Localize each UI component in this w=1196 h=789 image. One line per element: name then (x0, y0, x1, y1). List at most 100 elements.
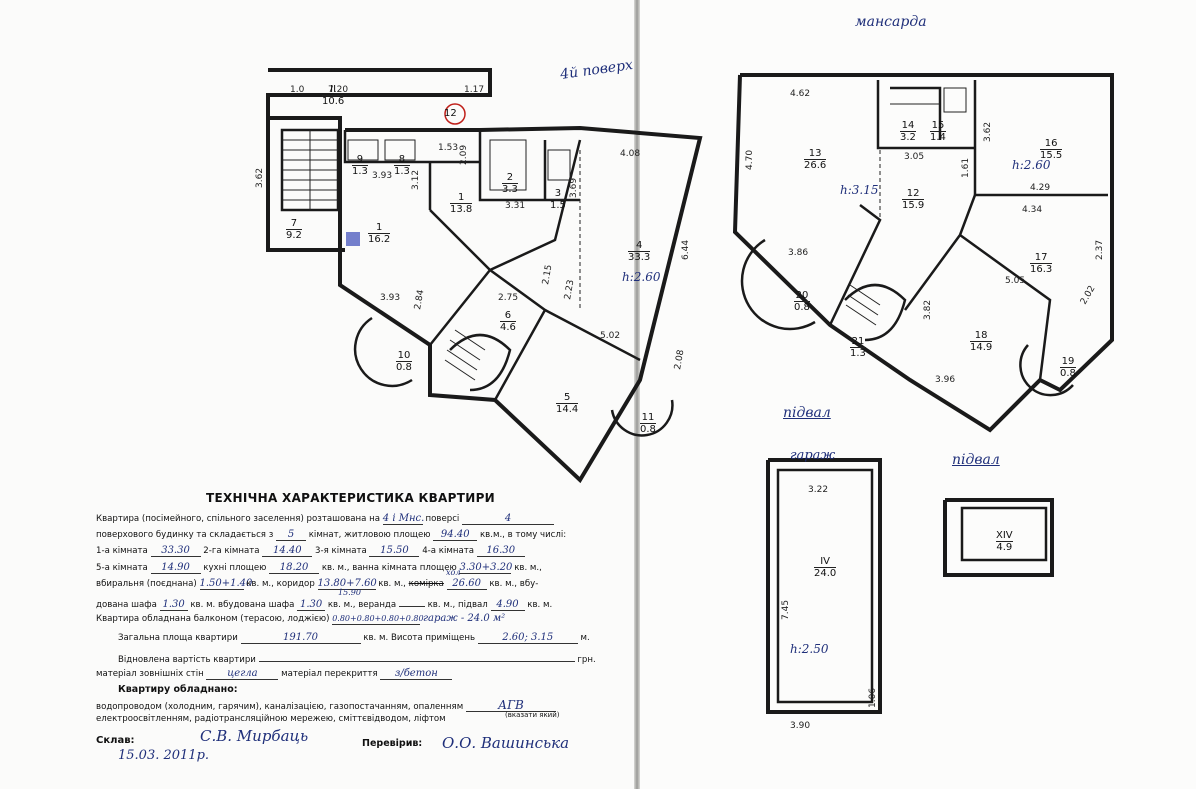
basement-note-2: підвал (952, 452, 1000, 468)
room-area: 15.9 (902, 200, 925, 211)
tech-value: 2.60; 3.15 (477, 632, 578, 644)
room-area: 26.6 (804, 160, 827, 171)
room-area: 33.3 (628, 252, 651, 263)
room-area: 1.3 (352, 166, 368, 177)
tech-blank (258, 651, 575, 662)
svg-text:4.34: 4.34 (1022, 205, 1042, 215)
tech-text: 2-га кімната (203, 546, 260, 556)
tech-value-hol: хол (446, 568, 461, 577)
mansard-note: мансарда (855, 14, 927, 30)
svg-text:2.37: 2.37 (1095, 240, 1105, 260)
tech-text: Квартира обладнана балконом (терасою, ло… (96, 614, 330, 624)
room-area: 0.8 (396, 362, 412, 373)
svg-text:3.96: 3.96 (935, 375, 955, 385)
tech-text: кв. м., ванна кімната площею (321, 563, 457, 573)
tech-title: ТЕХНІЧНА ХАРАКТЕРИСТИКА КВАРТИРИ (206, 491, 496, 505)
room-number: 20 (794, 290, 810, 302)
svg-text:3.31: 3.31 (505, 201, 525, 211)
svg-text:1.06: 1.06 (868, 688, 878, 708)
tech-text: Загальна площа квартири (118, 633, 238, 643)
tech-line-9: Відновлена вартість квартири грн. (118, 651, 596, 666)
height-13: h:3.15 (840, 183, 879, 197)
svg-text:7.20: 7.20 (328, 85, 348, 95)
tech-line-5: вбиральня (поєднана) 1.50+1.40 кв. м., к… (96, 578, 538, 590)
room-area: 3.2 (900, 132, 916, 143)
room-number: 12 (444, 108, 457, 119)
room-number: 17 (1030, 252, 1053, 264)
tech-text: м. (580, 633, 590, 643)
tech-line-10: матеріал зовнішніх стін цегла матеріал п… (96, 668, 453, 680)
room-number: 1 (368, 222, 391, 234)
room-number: 12 (902, 188, 925, 200)
tech-value: 4 (462, 513, 555, 525)
svg-text:3.62: 3.62 (983, 122, 993, 142)
room-area: 1.4 (930, 132, 946, 143)
tech-text: поверхового будинку та складається з (96, 530, 274, 540)
tech-value: 3.30+3.20 (459, 562, 513, 574)
tech-text: кухні площею (203, 563, 267, 573)
svg-text:5.05: 5.05 (1005, 276, 1025, 286)
room-area: 10.6 (322, 96, 345, 107)
svg-text:3.12: 3.12 (411, 170, 421, 190)
room-area: 0.8 (1060, 368, 1076, 379)
tech-value: 15.50 (369, 545, 420, 557)
tech-text: кімнат, житловою площею (308, 530, 431, 540)
svg-text:7.45: 7.45 (781, 600, 791, 620)
tech-value: 16.30 (476, 545, 525, 557)
room-area: 16.2 (368, 234, 391, 245)
room-number: 11 (640, 412, 656, 424)
sklav-date: 15.03. 2011р. (118, 748, 210, 763)
tech-text: кв. м., підвал (427, 600, 488, 610)
tech-value: цегла (206, 668, 279, 680)
page-fold (634, 0, 640, 789)
tech-text: вбиральня (поєднана) (96, 579, 197, 589)
room-number: 4 (628, 240, 651, 252)
tech-line-4: 5-а кімната 14.90 кухні площею 18.20 кв.… (96, 562, 542, 574)
room-area: 9.2 (286, 230, 302, 241)
tech-value: 33.30 (150, 545, 201, 557)
svg-text:3.90: 3.90 (790, 721, 810, 731)
tech-value: 1.30 (159, 599, 188, 611)
svg-text:2.02: 2.02 (1079, 284, 1098, 306)
svg-text:3.62: 3.62 (255, 168, 265, 188)
svg-text:2.23: 2.23 (563, 279, 576, 300)
tech-text: Відновлена вартість квартири (118, 655, 256, 665)
height-4: h:2.60 (622, 270, 661, 284)
basement-note-1: підвал (783, 405, 831, 421)
room-number: IV (814, 556, 837, 568)
tech-text: кв. м. Висота приміщень (363, 633, 476, 643)
room-area: 3.3 (502, 184, 518, 195)
tech-text: кв. м., коридор (246, 579, 315, 589)
tech-line-7: Квартира обладнана балконом (терасою, ло… (96, 613, 505, 625)
height-16: h:2.60 (1012, 158, 1051, 172)
tech-text: кв. м., (378, 579, 406, 589)
room-number: 10 (396, 350, 412, 362)
svg-text:1.0: 1.0 (290, 85, 305, 95)
garage-plan: 3.22 7.45 3.90 1.06 (766, 458, 1054, 731)
tech-value: 4 і Мнс. (382, 513, 425, 525)
svg-text:3.93: 3.93 (372, 171, 392, 181)
room-number: 18 (970, 330, 993, 342)
room-number: 19 (1060, 356, 1076, 368)
basement-sub: гараж (790, 448, 836, 463)
svg-text:1.53: 1.53 (438, 143, 458, 153)
tech-line-6: дована шафа 1.30 кв. м. вбудована шафа 1… (96, 596, 552, 611)
room-number: 14 (900, 120, 916, 132)
svg-text:6.44: 6.44 (681, 240, 691, 260)
perev-name: О.О. Вашинська (442, 734, 570, 752)
svg-text:4.08: 4.08 (620, 149, 640, 159)
svg-text:2.75: 2.75 (498, 293, 518, 303)
tech-strike: комірка (408, 579, 444, 589)
room-number: 8 (394, 154, 410, 166)
tech-text: 1-а кімната (96, 546, 148, 556)
tech-value: гараж - 24.0 м² (422, 613, 506, 624)
